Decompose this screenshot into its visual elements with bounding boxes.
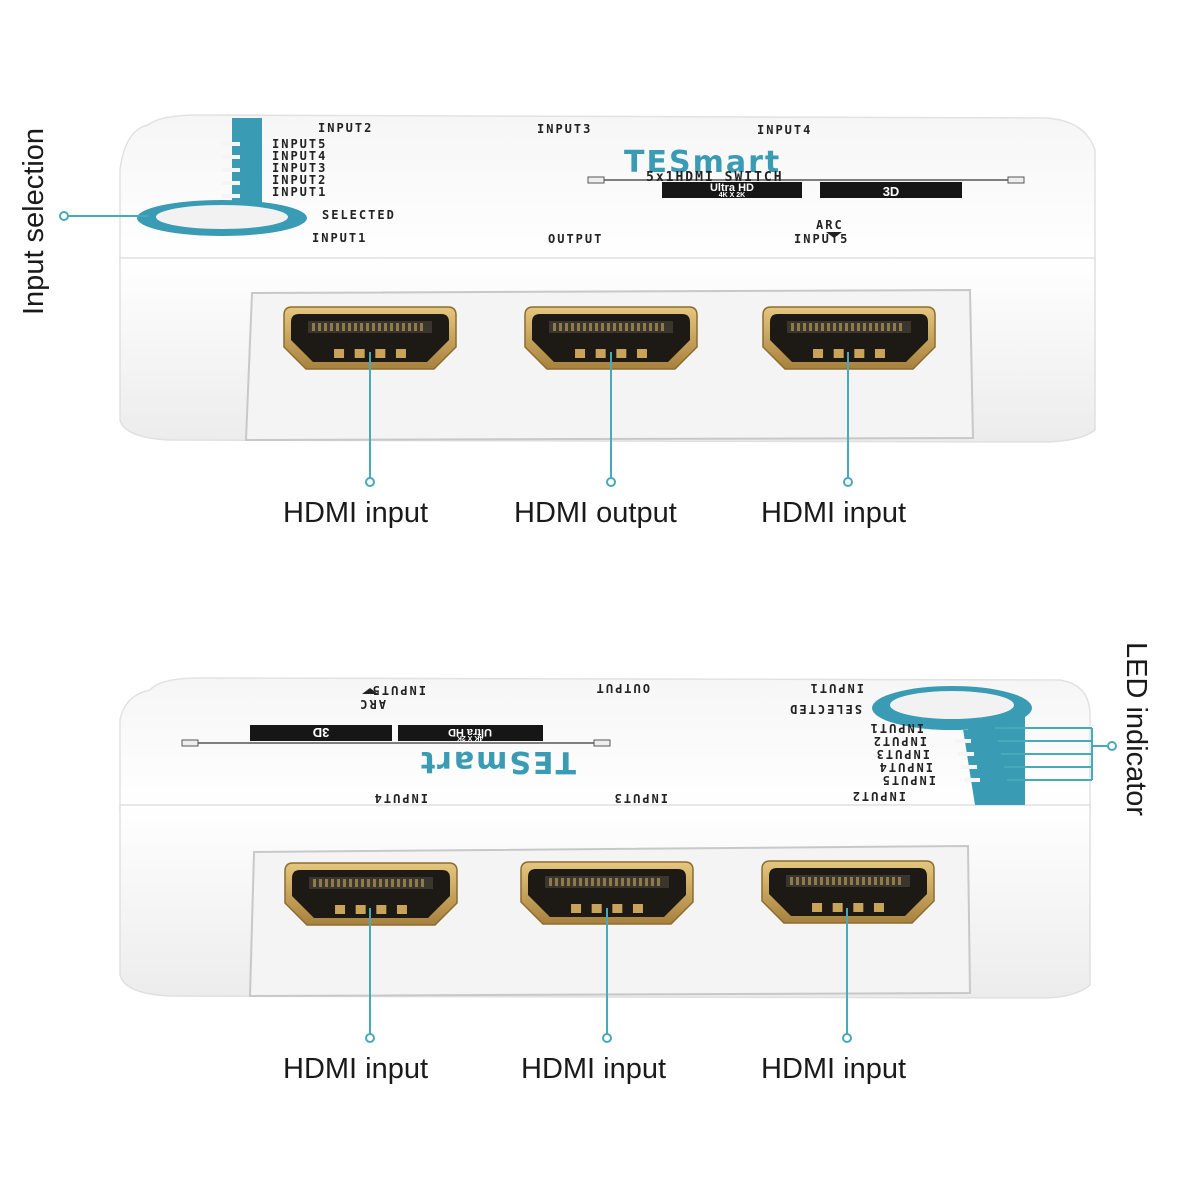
port-label-output: OUTPUT — [548, 232, 603, 246]
arc-arrow-bottom-icon — [362, 688, 378, 694]
far-label-output: OUTPUT — [595, 681, 650, 695]
arc-arrow-icon — [826, 232, 842, 238]
select-button-top — [156, 205, 288, 229]
far-label-input1: INPUT1 — [809, 681, 864, 695]
callout-bottom-center: HDMI input — [521, 1053, 667, 1085]
bottom-device-labels: INPUT5 ARC OUTPUT INPUT1 SELECTED INPUT1… — [358, 681, 936, 805]
port-label-input1: INPUT1 — [312, 231, 367, 245]
hdmi-ports — [283, 306, 936, 926]
selected-label-bottom: SELECTED — [788, 702, 862, 716]
near-label-input2: INPUT2 — [851, 789, 906, 803]
input-selection-label: Input selection — [18, 127, 50, 315]
near-label-input3: INPUT3 — [613, 791, 668, 805]
near-label-input4: INPUT4 — [373, 791, 428, 805]
callout-top-right: HDMI input — [761, 497, 907, 529]
leader-lines — [59, 211, 1117, 1043]
res-text-top: 4K X 2K — [719, 192, 745, 199]
far-label-arc: ARC — [358, 697, 386, 711]
led-label-bottom: INPUT1 — [869, 721, 924, 735]
model-label: 5x1HDMI SWITCH — [646, 170, 784, 185]
hdmi-port — [283, 306, 457, 370]
hdmi-port — [761, 860, 935, 924]
3d-badge-top — [820, 182, 962, 198]
brand-logo-bottom: TESmart — [419, 744, 576, 779]
led-label: INPUT5 — [272, 137, 327, 151]
uhd-text-bottom: Ultra HD — [448, 726, 492, 738]
bottom-device — [119, 677, 1091, 999]
callout-bottom-left: HDMI input — [283, 1053, 429, 1085]
hdmi-port — [284, 862, 458, 926]
led-label-bottom: INPUT2 — [872, 734, 927, 748]
3d-text-top: 3D — [883, 184, 900, 199]
top-label-input2: INPUT2 — [318, 121, 373, 135]
far-label-input5: INPUT5 — [371, 683, 426, 697]
led-label: INPUT1 — [272, 185, 327, 199]
led-label: INPUT4 — [272, 149, 327, 163]
top-label-input4: INPUT4 — [757, 123, 812, 137]
uhd-badge-top — [662, 182, 802, 198]
led-label-bottom: INPUT5 — [881, 773, 936, 787]
callout-bottom-right: HDMI input — [761, 1053, 907, 1085]
port-label-arc: ARC — [816, 218, 844, 232]
brand-logo-top: TESmart — [624, 145, 781, 180]
top-device — [119, 114, 1096, 443]
hdmi-port — [524, 306, 698, 370]
led-dots-top — [222, 142, 240, 198]
callout-top-left: HDMI input — [283, 497, 429, 529]
selected-label: SELECTED — [322, 208, 396, 222]
led-indicator-label: LED indicator — [1120, 642, 1152, 817]
3d-badge-bottom — [250, 725, 392, 741]
3d-text-bottom: 3D — [313, 725, 330, 740]
led-label: INPUT2 — [272, 173, 327, 187]
led-label-bottom: INPUT3 — [875, 747, 930, 761]
top-device-labels: INPUT2 INPUT3 INPUT4 INPUT5 INPUT4 INPUT… — [272, 121, 849, 246]
led-label-bottom: INPUT4 — [878, 760, 933, 774]
res-text-bottom: 4K X 2K — [457, 734, 483, 741]
hdmi-port — [520, 861, 694, 925]
uhd-text-top: Ultra HD — [710, 182, 754, 194]
callout-top-center: HDMI output — [514, 497, 677, 529]
select-button-bottom — [890, 691, 1014, 719]
hdmi-port — [762, 306, 936, 370]
uhd-badge-bottom — [398, 725, 543, 741]
port-label-input5: INPUT5 — [794, 232, 849, 246]
top-label-input3: INPUT3 — [537, 122, 592, 136]
led-label: INPUT3 — [272, 161, 327, 175]
